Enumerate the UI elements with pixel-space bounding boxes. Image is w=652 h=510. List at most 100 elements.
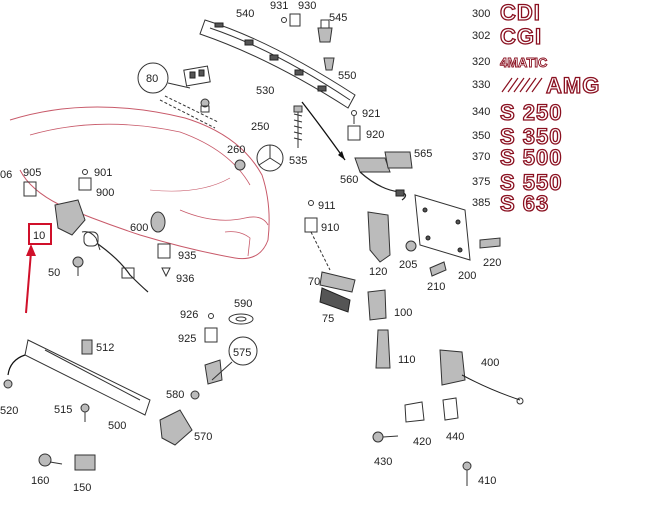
plate-bracket	[414, 194, 471, 261]
label-50: 50	[48, 267, 60, 279]
callout-575	[211, 336, 258, 381]
badge-code-350: 350	[472, 130, 490, 142]
hinge-120	[367, 211, 391, 263]
badge-code-340: 340	[472, 106, 490, 118]
label-905: 905	[23, 167, 41, 179]
label-500: 500	[108, 420, 126, 432]
label-160: 160	[31, 475, 49, 487]
label-520: 520	[0, 405, 18, 417]
label-550: 550	[338, 70, 356, 82]
label-410: 410	[478, 475, 496, 487]
seal-590	[228, 313, 254, 325]
bolt-50	[72, 256, 84, 276]
red-arrow	[25, 251, 32, 314]
lock-400	[439, 349, 524, 405]
screw-410	[462, 461, 472, 486]
label-400: 400	[481, 357, 499, 369]
badge-amg: AMG	[546, 73, 600, 98]
label-575: 575	[233, 347, 251, 359]
callout-80	[137, 62, 219, 129]
label-545: 545	[329, 12, 347, 24]
label-150: 150	[73, 482, 91, 494]
badge-code-370: 370	[472, 151, 490, 163]
label-930: 930	[298, 0, 316, 12]
highlight-box-10	[28, 223, 52, 245]
label-210: 210	[427, 281, 445, 293]
label-560: 560	[340, 174, 358, 186]
label-220: 220	[483, 257, 501, 269]
label-440: 440	[446, 431, 464, 443]
label-921: 921	[362, 108, 380, 120]
red-arrow-head	[26, 244, 36, 256]
label-936: 936	[176, 273, 194, 285]
nut-150	[74, 454, 96, 471]
grommet-545	[317, 19, 333, 43]
label-540: 540	[236, 8, 254, 20]
label-920: 920	[366, 129, 384, 141]
latch-900	[23, 169, 149, 293]
label-530: 530	[256, 85, 274, 97]
badge-s63: S 63	[500, 191, 549, 216]
label-600: 600	[130, 222, 148, 234]
part-260	[234, 159, 246, 171]
label-250: 250	[251, 121, 269, 133]
part-205	[405, 240, 417, 252]
screw-520	[3, 379, 13, 389]
amg-stripes	[501, 77, 543, 93]
label-110: 110	[398, 354, 416, 366]
label-70: 70	[308, 276, 320, 288]
label-931: 931	[270, 0, 288, 12]
badge-4matic: 4MATIC	[500, 55, 548, 70]
label-10: 10	[33, 230, 45, 242]
trunk-lid	[9, 106, 270, 260]
bolt-515	[80, 403, 90, 422]
badge-code-300: 300	[472, 8, 490, 20]
badge-s250: S 250	[500, 100, 563, 125]
license-lamp-565	[384, 151, 413, 169]
clip-920	[347, 110, 361, 141]
label-580: 580	[166, 389, 184, 401]
badge-code-330: 330	[472, 79, 490, 91]
trim-strip	[199, 19, 356, 109]
badge-cdi: CDI	[500, 0, 541, 25]
star-emblem-250	[256, 144, 284, 172]
panel-500	[24, 339, 151, 416]
screw-535	[293, 105, 303, 148]
label-900: 900	[96, 187, 114, 199]
screw-210	[429, 261, 447, 277]
badge-code-375: 375	[472, 176, 490, 188]
badge-s350: S 350	[500, 124, 563, 149]
label-906: 06	[0, 169, 12, 181]
label-75: 75	[322, 313, 334, 325]
label-935: 935	[178, 250, 196, 262]
label-515: 515	[54, 404, 72, 416]
label-925: 925	[178, 333, 196, 345]
label-570: 570	[194, 431, 212, 443]
label-430: 430	[374, 456, 392, 468]
label-565: 565	[414, 148, 432, 160]
striker-100	[367, 289, 387, 321]
label-260: 260	[227, 144, 245, 156]
clip-930	[281, 13, 301, 27]
clip-440	[442, 397, 459, 421]
badge-s550: S 550	[500, 170, 563, 195]
bumper-110	[375, 329, 391, 369]
badge-code-302: 302	[472, 30, 490, 42]
label-205: 205	[399, 259, 417, 271]
badge-cgi: CGI	[500, 24, 542, 49]
screw-160	[38, 453, 63, 467]
nut-550	[323, 57, 335, 71]
clip-910	[304, 200, 331, 271]
bumper-600	[150, 211, 166, 233]
screw-430	[372, 431, 399, 443]
handle-570	[159, 409, 193, 446]
badge-code-320: 320	[472, 56, 490, 68]
part-580	[190, 390, 200, 400]
label-926: 926	[180, 309, 198, 321]
clip-935	[157, 243, 171, 278]
arrow-head-560	[338, 151, 345, 160]
badge-code-385: 385	[472, 197, 490, 209]
label-535: 535	[289, 155, 307, 167]
label-910: 910	[321, 222, 339, 234]
